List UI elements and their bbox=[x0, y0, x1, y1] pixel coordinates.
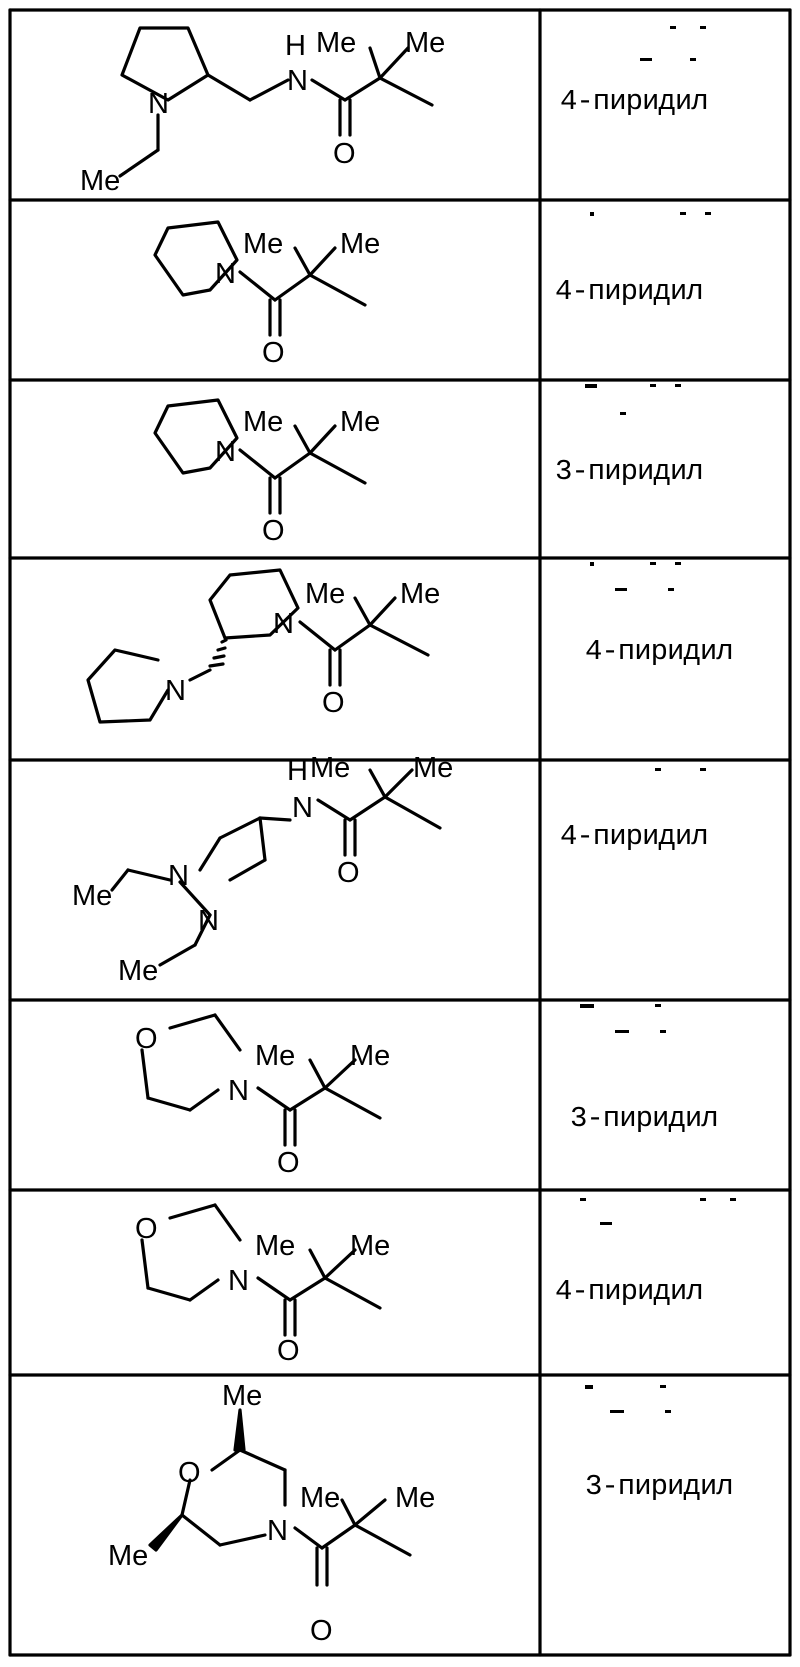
atom-me: Me bbox=[255, 1230, 295, 1262]
structure-row-3: N Me Me O bbox=[155, 400, 380, 547]
atom-me: Me bbox=[300, 1482, 340, 1514]
row-8-label: 3-пиридил bbox=[585, 1470, 733, 1503]
structure-row-2: N Me Me O bbox=[155, 222, 380, 369]
atom-o: O bbox=[310, 1615, 333, 1647]
atom-me: Me bbox=[340, 228, 380, 260]
atom-me: Me bbox=[243, 406, 283, 438]
atom-n: N bbox=[273, 608, 294, 640]
structure-row-1: H Me Me N N O Me bbox=[80, 27, 445, 197]
atom-me: Me bbox=[80, 165, 120, 197]
atom-me: Me bbox=[316, 27, 356, 59]
atom-o: O bbox=[322, 687, 345, 719]
atom-me: Me bbox=[222, 1380, 262, 1412]
atom-o: O bbox=[337, 857, 360, 889]
atom-me: Me bbox=[413, 752, 453, 784]
atom-o: O bbox=[262, 337, 285, 369]
atom-o: O bbox=[277, 1335, 300, 1367]
atom-n: N bbox=[267, 1515, 288, 1547]
atom-me: Me bbox=[395, 1482, 435, 1514]
atom-me: Me bbox=[305, 578, 345, 610]
row-6-label: 3-пиридил bbox=[570, 1102, 718, 1135]
structure-row-5: H N Me Me N N Me Me O bbox=[72, 752, 453, 987]
atom-me: Me bbox=[310, 752, 350, 784]
atom-me: Me bbox=[118, 955, 158, 987]
atom-h: H bbox=[285, 30, 306, 62]
row-4-label: 4-пиридил bbox=[585, 635, 733, 668]
atom-n: N bbox=[215, 436, 236, 468]
row-5-label: 4-пиридил bbox=[560, 820, 708, 853]
atom-n: N bbox=[228, 1075, 249, 1107]
atom-n: N bbox=[215, 258, 236, 290]
structure-row-6: O N Me Me O bbox=[135, 1015, 390, 1179]
atom-o: O bbox=[262, 515, 285, 547]
atom-me: Me bbox=[255, 1040, 295, 1072]
atom-h: H bbox=[287, 755, 308, 787]
atom-me: Me bbox=[108, 1540, 148, 1572]
atom-n: N bbox=[287, 65, 308, 97]
atom-n: N bbox=[148, 88, 169, 120]
row-1-label: 4-пиридил bbox=[560, 85, 708, 118]
structure-row-7: O N Me Me O bbox=[135, 1205, 390, 1367]
atom-n: N bbox=[168, 860, 189, 892]
row-7-label: 4-пиридил bbox=[555, 1275, 703, 1308]
atom-o: O bbox=[277, 1147, 300, 1179]
atom-me: Me bbox=[350, 1230, 390, 1262]
row-2-label: 4-пиридил bbox=[555, 275, 703, 308]
atom-n: N bbox=[165, 675, 186, 707]
structure-row-4: N N Me Me O bbox=[88, 570, 440, 722]
atom-o: O bbox=[178, 1457, 201, 1489]
row-3-label: 3-пиридил bbox=[555, 455, 703, 488]
atom-me: Me bbox=[340, 406, 380, 438]
atom-n: N bbox=[292, 792, 313, 824]
atom-o: O bbox=[333, 138, 356, 170]
atom-n: N bbox=[228, 1265, 249, 1297]
atom-o: O bbox=[135, 1023, 158, 1055]
structure-row-8: Me O Me N Me Me O bbox=[108, 1380, 435, 1647]
atom-n: N bbox=[198, 905, 219, 937]
atom-me: Me bbox=[243, 228, 283, 260]
atom-me: Me bbox=[405, 27, 445, 59]
atom-o: O bbox=[135, 1213, 158, 1245]
atom-me: Me bbox=[72, 880, 112, 912]
atom-me: Me bbox=[350, 1040, 390, 1072]
scan-specks bbox=[580, 26, 736, 1413]
atom-me: Me bbox=[400, 578, 440, 610]
